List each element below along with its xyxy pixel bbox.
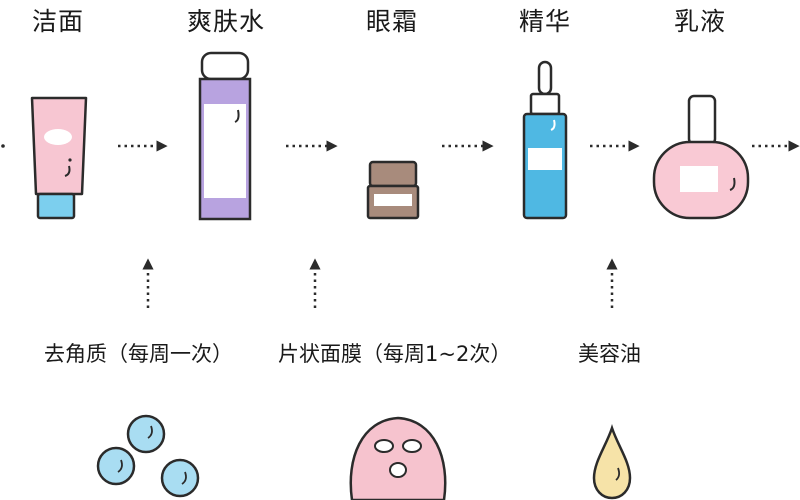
addon-label-sheet-mask: 片状面膜（每周1~2次） xyxy=(278,342,512,366)
oil-drop-icon xyxy=(592,424,632,500)
cropped-arrow-left xyxy=(1,144,5,148)
step-label-eye-cream: 眼霜 xyxy=(365,7,419,36)
addon-label-beauty-oil: 美容油 xyxy=(578,342,641,366)
step-label-cleanser: 洁面 xyxy=(31,7,85,36)
step-label-toner: 爽肤水 xyxy=(186,7,266,36)
addon-label-exfoliation: 去角质（每周一次） xyxy=(44,342,233,366)
eye-cream-jar-icon xyxy=(366,160,420,220)
exfoliating-beads-icon xyxy=(96,414,200,498)
lotion-bottle-icon xyxy=(652,94,750,220)
toner-bottle-icon xyxy=(198,51,252,221)
cleanser-tube-icon xyxy=(30,96,88,220)
sheet-mask-icon xyxy=(349,416,447,500)
step-label-lotion: 乳液 xyxy=(673,7,727,36)
step-label-serum: 精华 xyxy=(518,7,572,36)
serum-dropper-icon xyxy=(522,60,568,220)
